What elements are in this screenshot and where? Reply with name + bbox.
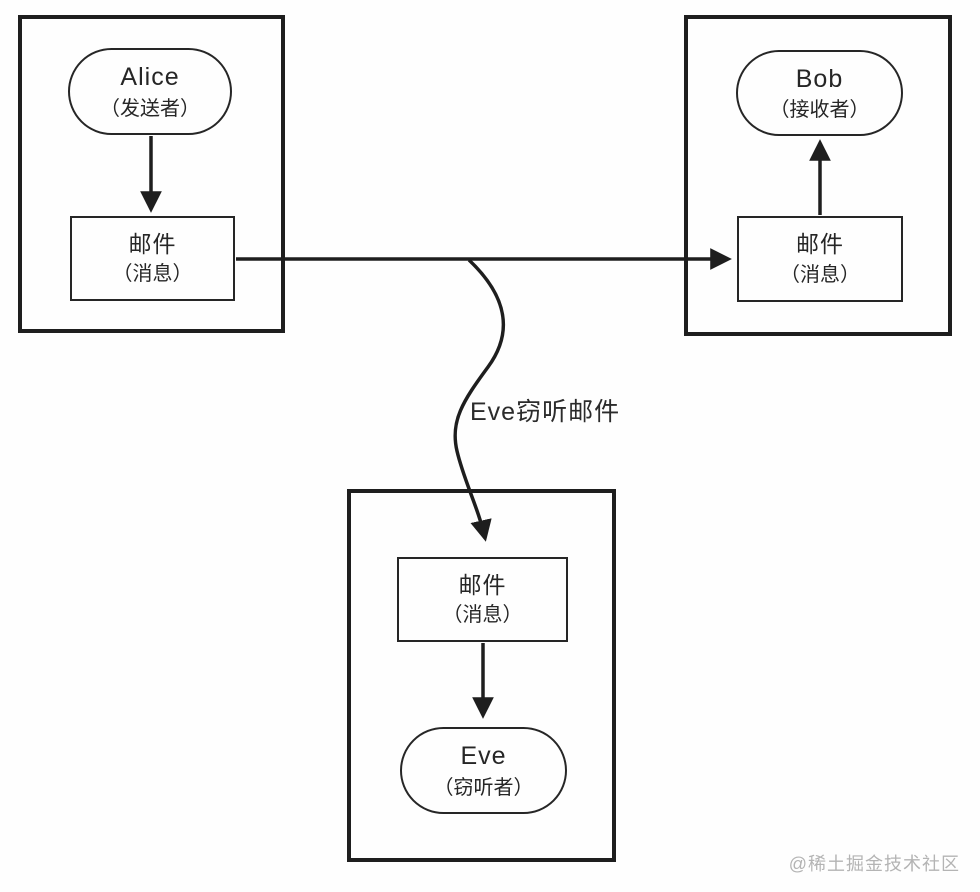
bob-role: （接收者） [769, 99, 870, 122]
eve-mail-sublabel: （消息） [442, 604, 523, 627]
receiver-container-box [684, 15, 952, 336]
bob-mail-node: 邮件 （消息） [737, 216, 903, 302]
eve-name: Eve [460, 742, 507, 771]
alice-name: Alice [120, 63, 180, 92]
eve-actor-node: Eve （窃听者） [400, 727, 567, 814]
eavesdrop-edge-label: Eve窃听邮件 [470, 398, 621, 426]
eve-role: （窃听者） [433, 776, 534, 799]
alice-mail-label: 邮件 [128, 230, 177, 257]
alice-mail-node: 邮件 （消息） [70, 216, 235, 301]
bob-name: Bob [795, 64, 844, 93]
bob-mail-sublabel: （消息） [780, 263, 860, 286]
sender-container-box [18, 15, 285, 333]
alice-actor-node: Alice （发送者） [68, 48, 232, 135]
eve-mail-label: 邮件 [458, 571, 507, 598]
watermark-text: @稀土掘金技术社区 [788, 854, 960, 874]
eve-mail-node: 邮件 （消息） [397, 557, 568, 642]
bob-mail-label: 邮件 [796, 231, 844, 258]
alice-role: （发送者） [100, 97, 200, 120]
bob-actor-node: Bob （接收者） [736, 50, 903, 136]
alice-mail-sublabel: （消息） [112, 263, 193, 286]
